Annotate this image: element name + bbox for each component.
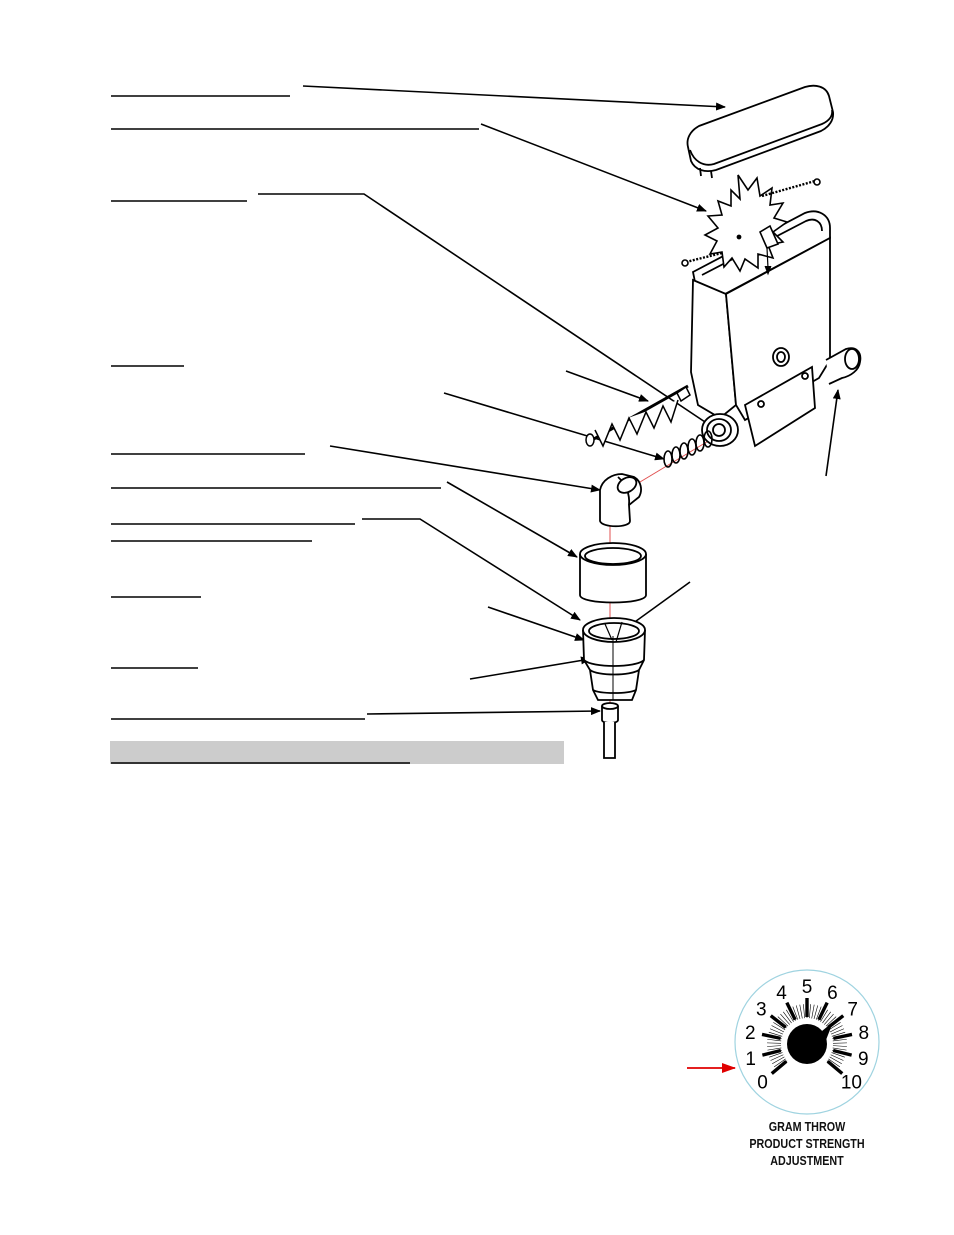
dial-knob-pointer <box>822 1022 833 1040</box>
leader-bearing <box>258 193 715 429</box>
auger <box>585 384 691 448</box>
dial-minor-tick <box>811 1004 815 1019</box>
mixing-bowl <box>582 617 646 701</box>
dial-minor-tick <box>770 1054 784 1061</box>
dial-caption: GRAM THROW PRODUCT STRENGTH ADJUSTMENT <box>734 1119 880 1170</box>
ring <box>579 542 647 604</box>
dial-minor-tick <box>831 1031 846 1037</box>
nozzle <box>601 702 619 759</box>
leader-part-b <box>469 656 591 680</box>
dial-minor-tick <box>820 1009 828 1022</box>
dial-minor-tick <box>825 1016 837 1027</box>
dial-major-tick <box>769 1014 787 1029</box>
dial-minor-tick <box>829 1056 842 1065</box>
dial-minor-tick <box>780 1013 790 1025</box>
dial-major-tick <box>770 1060 788 1075</box>
dial-number: 10 <box>841 1072 862 1093</box>
dial-number: 4 <box>776 983 787 1004</box>
dial-number: 7 <box>847 999 858 1020</box>
dial-major-tick <box>826 1060 844 1075</box>
dial-minor-tick <box>832 1045 847 1047</box>
dial-minor-tick <box>832 1047 847 1051</box>
dial-minor-tick <box>772 1056 785 1065</box>
leader-lines <box>258 85 841 716</box>
dial-minor-tick <box>767 1047 782 1051</box>
dial-knob <box>787 1024 827 1064</box>
dial-minor-tick <box>831 1052 845 1058</box>
dial-minor-tick <box>803 1004 805 1019</box>
dial-number: 3 <box>756 999 767 1020</box>
dial-number: 2 <box>745 1023 756 1044</box>
spring <box>663 430 713 468</box>
dial-number: 8 <box>858 1023 869 1044</box>
dial-number: 5 <box>802 977 813 998</box>
canister-lid <box>686 84 834 179</box>
leader-auger <box>565 370 649 402</box>
dial-minor-tick <box>773 1022 786 1031</box>
leader-mixing-bowl <box>362 518 581 621</box>
gray-banner <box>110 741 564 764</box>
dial-minor-tick <box>783 1011 792 1024</box>
dial-minor-tick <box>832 1038 847 1042</box>
dial-minor-tick <box>773 1058 786 1068</box>
dial-minor-tick <box>795 1005 801 1020</box>
dial-number: 9 <box>858 1049 869 1070</box>
dial-minor-tick <box>799 1004 803 1019</box>
dial-caption-line-1: GRAM THROW <box>768 1120 846 1134</box>
dial-minor-tick <box>815 1006 822 1020</box>
dial-minor-tick <box>769 1028 784 1035</box>
dial-minor-tick <box>777 1016 789 1027</box>
dial-minor-tick <box>768 1031 783 1037</box>
leader-spring <box>443 392 665 461</box>
dial-minor-tick <box>809 1004 811 1019</box>
dial-major-tick <box>761 1032 781 1041</box>
elbow <box>599 473 642 528</box>
dial-caption-line-3: ADJUSTMENT <box>770 1154 844 1168</box>
dial-minor-tick <box>771 1025 785 1033</box>
dial-minor-tick <box>813 1005 819 1020</box>
leader-ring <box>446 481 578 558</box>
dial-number: 6 <box>827 983 838 1004</box>
dial-major-tick <box>817 1001 829 1021</box>
dial-minor-tick <box>828 1022 841 1031</box>
leader-whipper <box>480 123 707 212</box>
label-underlines <box>111 95 479 764</box>
dial-minor-tick <box>786 1009 794 1022</box>
dial-minor-tick <box>822 1011 831 1024</box>
dial-major-tick <box>785 1001 797 1021</box>
leader-lid <box>302 85 726 111</box>
dial-number: 0 <box>757 1072 768 1093</box>
dial-minor-tick <box>830 1054 844 1061</box>
dial-caption-line-2: PRODUCT STRENGTH <box>749 1137 865 1151</box>
dial-minor-tick <box>792 1006 799 1020</box>
dial-major-tick <box>833 1032 853 1041</box>
dial-number: 1 <box>745 1049 756 1070</box>
whipper-gear <box>681 174 821 276</box>
dial-major-ticks <box>761 998 853 1075</box>
dial-minor-tick <box>769 1052 783 1058</box>
leader-part-a <box>487 606 585 641</box>
dial-minor-tick <box>829 1025 843 1033</box>
dial-minor-tick <box>767 1038 782 1042</box>
dial-major-tick <box>832 1048 853 1057</box>
dial-minor-tick <box>828 1058 841 1068</box>
dial-minor-tick <box>767 1045 782 1047</box>
leader-motor-shaft <box>825 389 841 477</box>
leader-nozzle <box>366 707 601 716</box>
leader-elbow <box>329 445 601 493</box>
dial-minor-tick <box>824 1013 834 1025</box>
dial-ticks <box>767 1004 847 1070</box>
dial-major-tick <box>761 1048 782 1057</box>
dial-minor-tick <box>830 1028 845 1035</box>
